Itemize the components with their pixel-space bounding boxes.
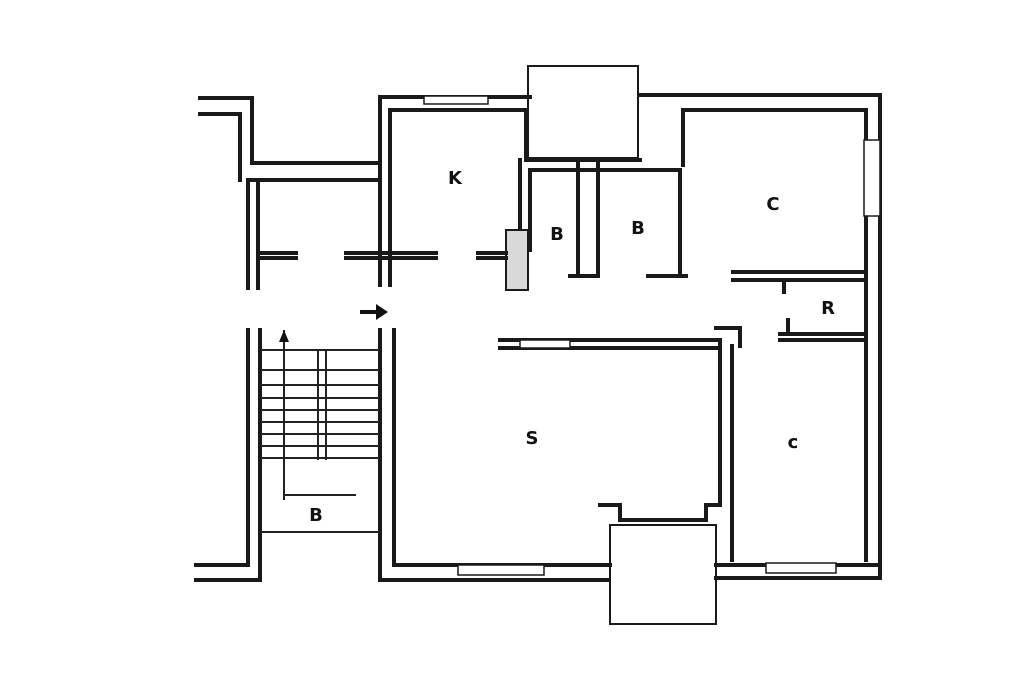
bedroom-top-window (863, 139, 881, 217)
interior-walls (476, 108, 868, 562)
room-label-bedroom-top: C (766, 194, 779, 215)
room-label-stair: B (309, 505, 323, 526)
stairwell (194, 328, 382, 582)
room-label-living: S (526, 428, 539, 449)
living-partition-window (519, 339, 571, 349)
bedroom-bottom-window (765, 562, 837, 574)
room-label-bath-right: B (631, 218, 645, 239)
outer-walls (378, 65, 882, 625)
room-label-kitchen: K (448, 168, 463, 189)
room-label-bedroom-bottom: c (788, 432, 799, 453)
living-window (457, 564, 545, 576)
kitchen-window (423, 95, 489, 105)
entrance-arrow-icon (360, 304, 388, 320)
stair-up-arrow-icon (279, 330, 289, 342)
room-label-bath-left: B (550, 224, 564, 245)
left-wing-upper-walls (198, 96, 438, 290)
room-label-closet: R (821, 298, 835, 319)
